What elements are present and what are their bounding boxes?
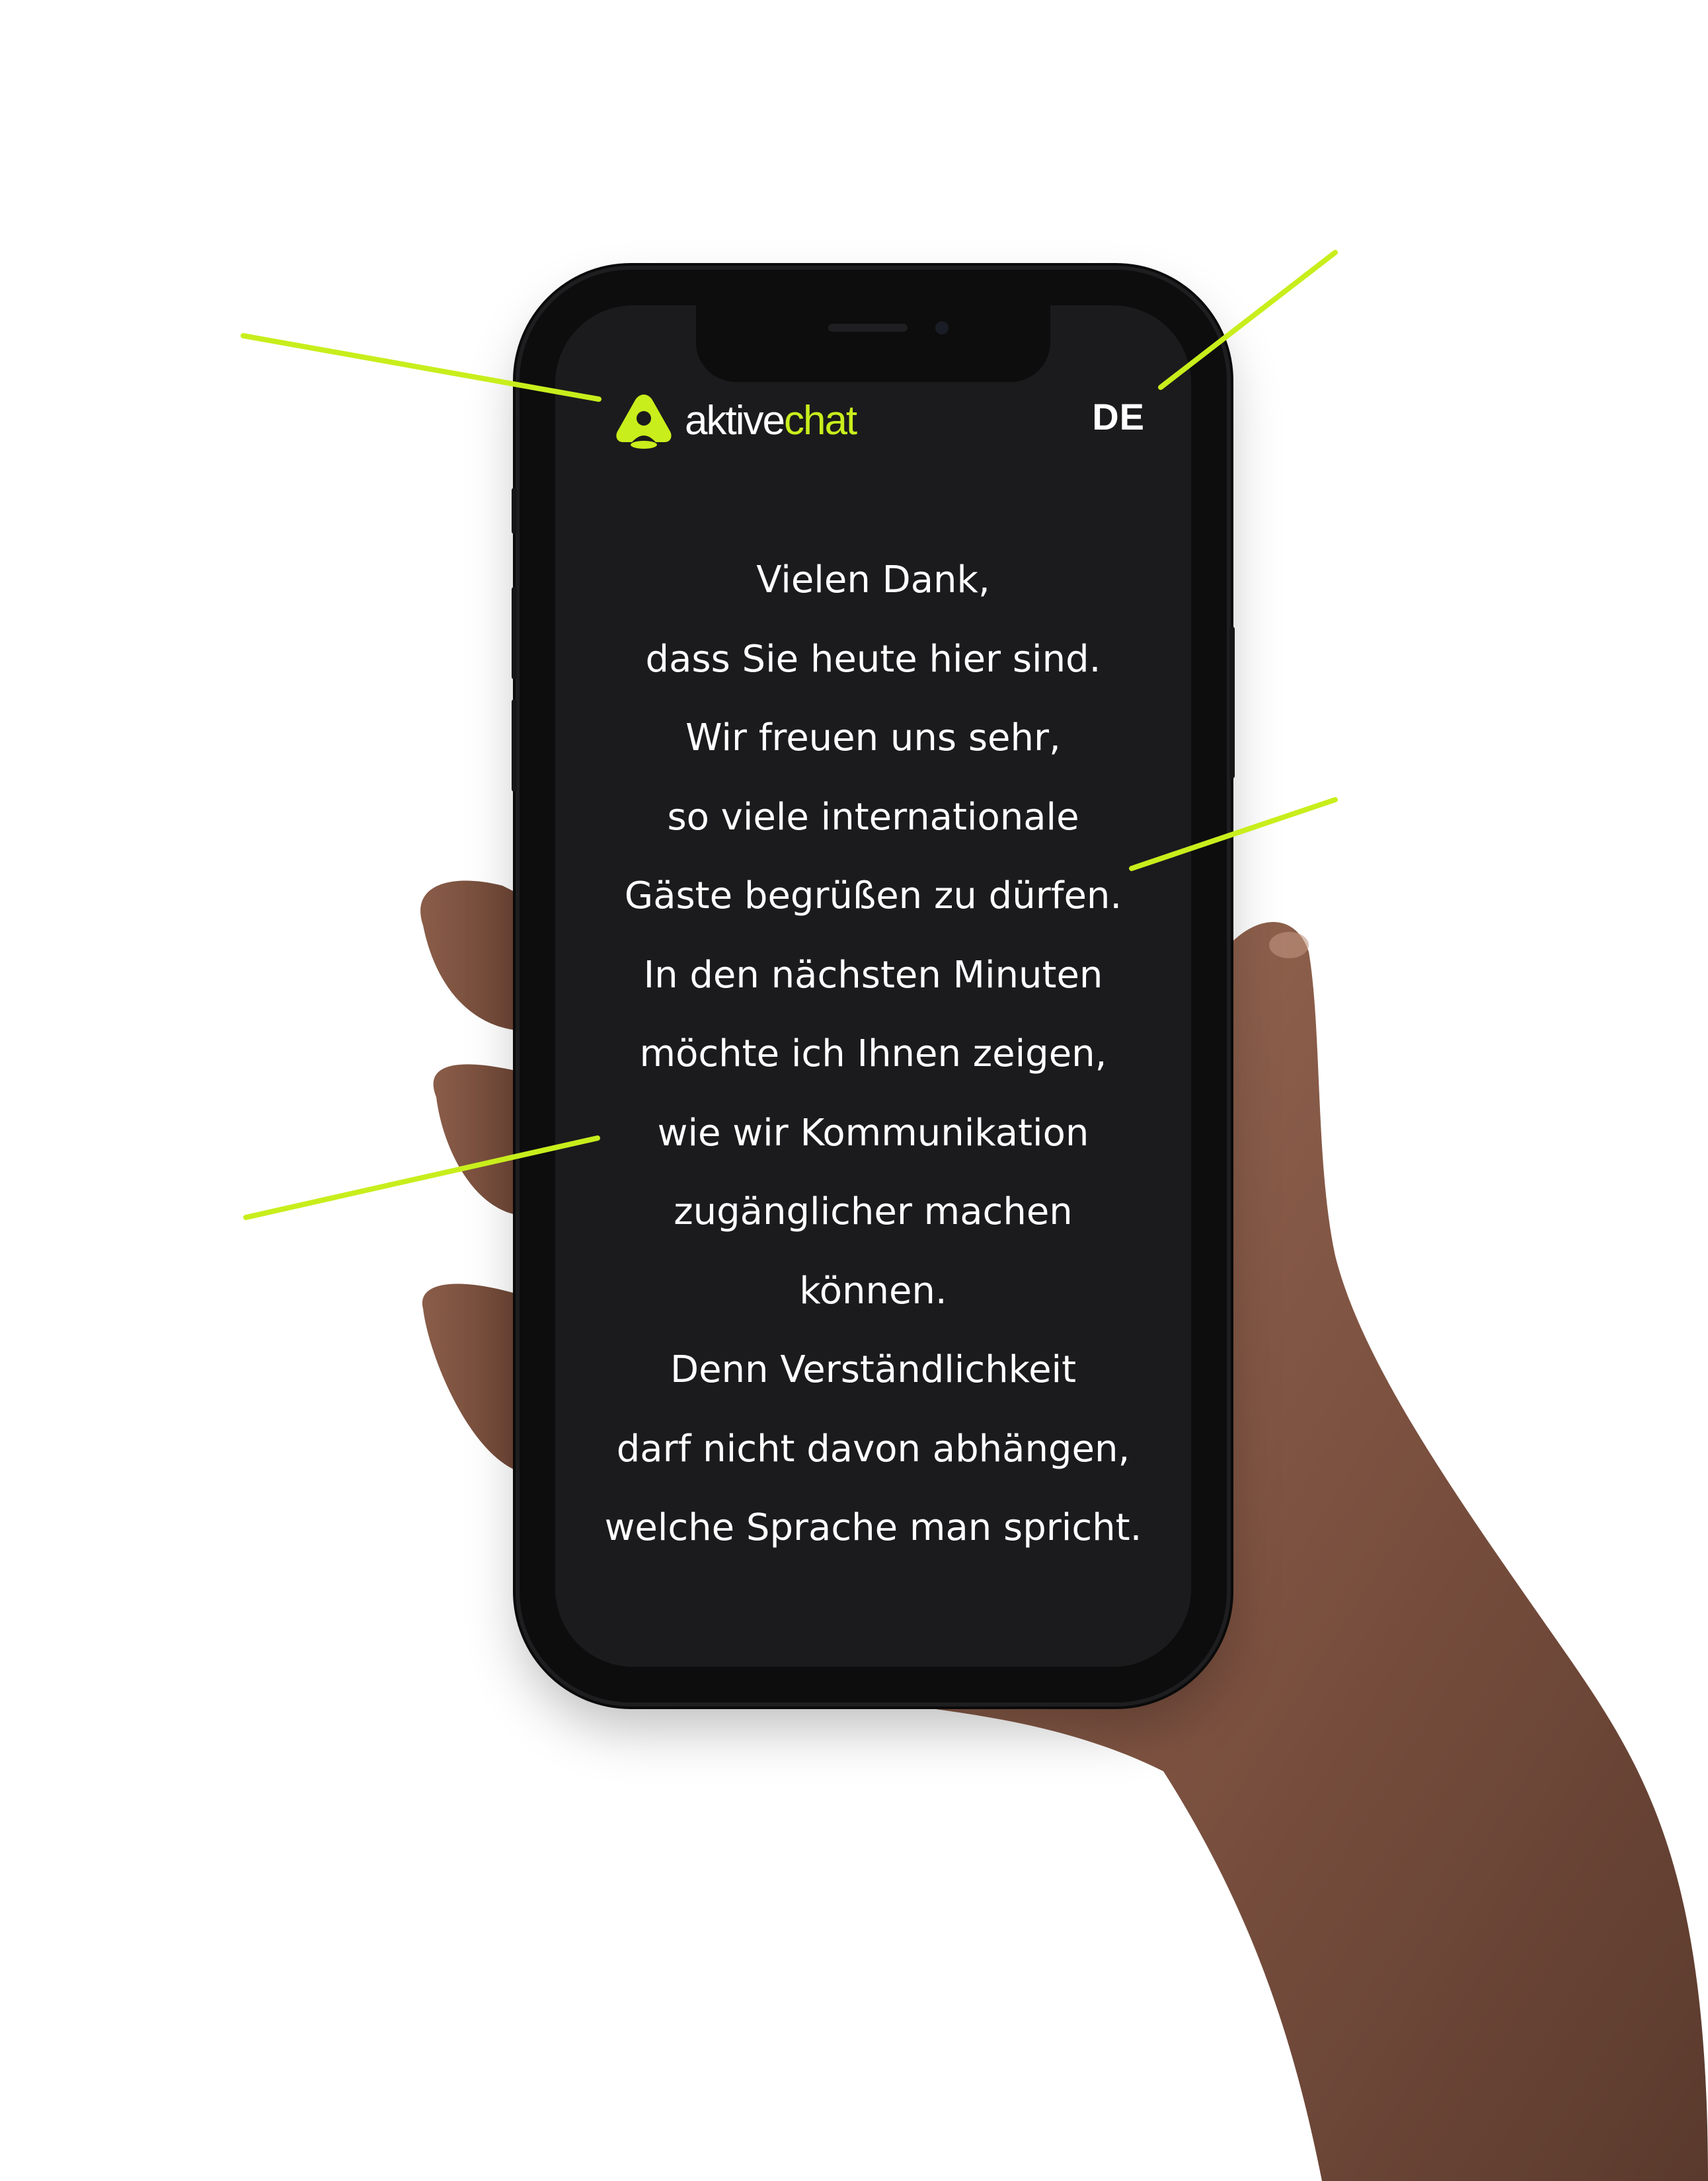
- transcript-line: darf nicht davon abhängen,: [616, 1427, 1130, 1471]
- phone-volume-up-button: [512, 587, 517, 679]
- aktivechat-logo-icon: [616, 395, 672, 449]
- aktivechat-logo[interactable]: aktivechat: [615, 391, 857, 451]
- transcript-line: Denn Verständlichkeit: [670, 1348, 1077, 1391]
- live-transcript: Vielen Dank, dass Sie heute hier sind. W…: [555, 541, 1191, 1568]
- phone-device: aktivechat DE Vielen Dank, dass Sie heut…: [512, 270, 1235, 1703]
- phone-screen: aktivechat DE Vielen Dank, dass Sie heut…: [555, 305, 1191, 1667]
- language-selector[interactable]: DE: [1092, 396, 1145, 438]
- logo-wordmark: aktivechat: [685, 398, 857, 443]
- transcript-line: wie wir Kommunikation: [657, 1111, 1089, 1155]
- front-camera: [935, 321, 949, 334]
- transcript-line: Vielen Dank,: [756, 558, 990, 601]
- logo-wordmark-chat: chat: [783, 398, 857, 443]
- transcript-line: so viele internationale: [667, 795, 1079, 839]
- phone-power-button: [1229, 627, 1235, 779]
- transcript-line: können.: [799, 1269, 947, 1313]
- app-header: aktivechat DE: [555, 378, 1191, 451]
- phone-volume-down-button: [512, 699, 517, 792]
- phone-notch: [696, 305, 1050, 382]
- transcript-line: Wir freuen uns sehr,: [685, 716, 1061, 759]
- transcript-line: welche Sprache man spricht.: [604, 1506, 1142, 1549]
- earpiece-speaker: [828, 324, 908, 332]
- transcript-line: dass Sie heute hier sind.: [645, 637, 1101, 681]
- logo-wordmark-aktive: aktive: [685, 398, 785, 443]
- transcript-line: In den nächsten Minuten: [643, 953, 1103, 997]
- phone-mute-switch: [512, 488, 517, 534]
- transcript-line: zugänglicher machen: [674, 1190, 1073, 1233]
- transcript-line: möchte ich Ihnen zeigen,: [639, 1032, 1107, 1075]
- transcript-line: Gäste begrüßen zu dürfen.: [624, 874, 1122, 917]
